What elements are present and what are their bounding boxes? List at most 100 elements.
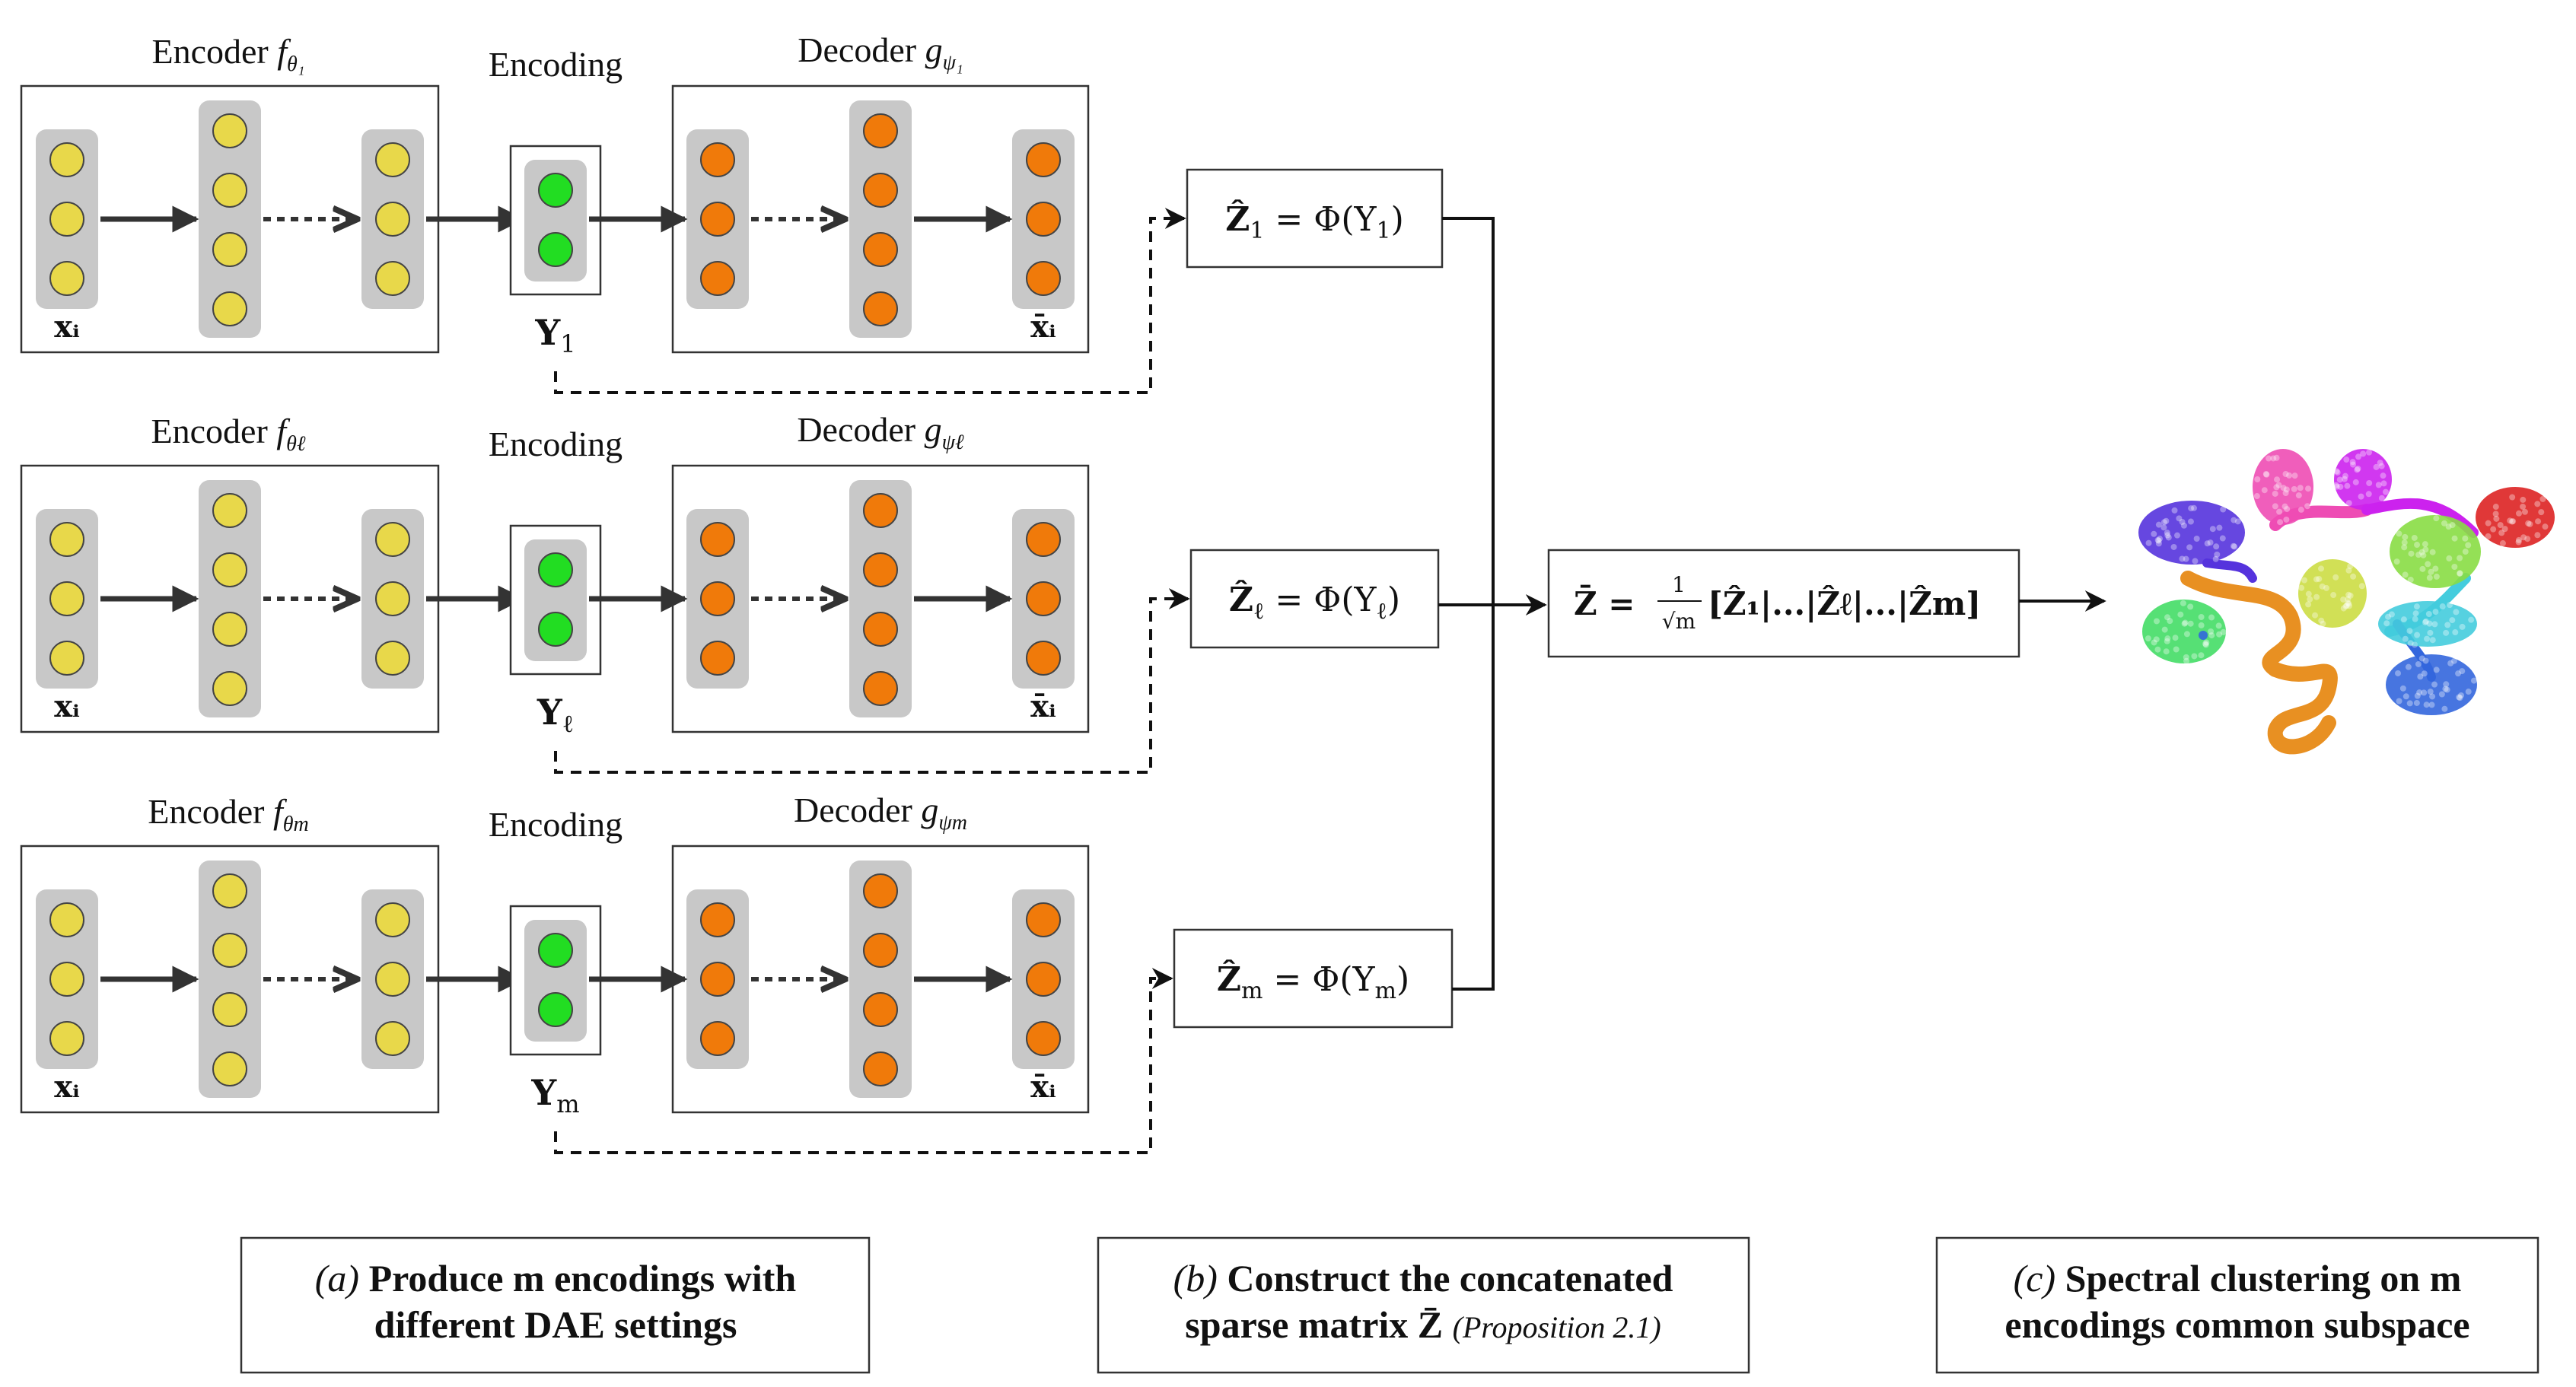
neuron-node-icon (49, 142, 84, 177)
decoder-symbol: g (925, 410, 942, 449)
neuron-node-icon (863, 113, 898, 148)
neuron-node-icon (212, 992, 247, 1027)
cluster-blob-icon (2386, 654, 2477, 715)
neuron-node-icon (375, 142, 410, 177)
encoder-subscript: θℓ (286, 432, 306, 456)
cluster-pink (2253, 449, 2313, 526)
neuron-node-icon (700, 202, 735, 237)
phi-rhs-open: = Φ(Y (1263, 960, 1375, 999)
cluster-red (2476, 487, 2555, 548)
decoder-symbol: g (921, 791, 938, 829)
phi-lhs-subscript: 1 (1250, 218, 1264, 244)
phi-rhs-open: = Φ(Y (1264, 581, 1377, 619)
neuron-node-icon (212, 671, 247, 706)
concat-frac-num: 1 (1672, 572, 1686, 597)
caption-b: (b) Construct the concatenated sparse ma… (1097, 1236, 1750, 1374)
caption-b-line1: Construct the concatenated (1227, 1257, 1673, 1300)
concat-lhs: Z̄ = (1574, 584, 1635, 622)
neuron-node-icon (1026, 202, 1061, 237)
phi-formula: Ẑℓ = Φ(Yℓ) (1229, 579, 1400, 625)
decoder-title: Decoder gψm (794, 791, 967, 835)
decoder-subscript: ψℓ (942, 431, 964, 454)
caption-b-frame (1097, 1236, 1750, 1374)
decoder-input-layer (686, 129, 749, 309)
encoder-subscript: θ₁ (287, 52, 305, 76)
neuron-node-icon (1026, 581, 1061, 616)
cluster-light-green (2142, 600, 2227, 664)
cluster-trail-violet (2202, 558, 2257, 583)
neuron-node-icon (1026, 522, 1061, 557)
decoder-hidden-layer (849, 861, 912, 1098)
cluster-blob-icon (2138, 501, 2245, 565)
neuron-node-icon (49, 641, 84, 676)
phi-lhs-subscript: ℓ (1253, 598, 1264, 625)
cluster-trail-orange (2180, 571, 2338, 755)
phi-rhs-close: ) (1396, 960, 1409, 999)
neuron-node-icon (212, 552, 247, 587)
caption-a-frame (240, 1236, 871, 1374)
output-label: x̄ᵢ (1030, 689, 1056, 724)
decoder-hidden-layer (849, 100, 912, 338)
layer-background (199, 861, 261, 1098)
cluster-blob-icon (2378, 601, 2477, 647)
latent-layer (524, 539, 587, 661)
neuron-node-icon (700, 902, 735, 937)
neuron-node-icon (1026, 641, 1061, 676)
latent-subscript: m (556, 1090, 579, 1118)
phi-box-frame (1186, 168, 1444, 269)
neuron-node-icon (49, 962, 84, 997)
neuron-node-icon (375, 202, 410, 237)
neuron-node-icon (863, 493, 898, 528)
svg-text:sparse matrix Z̄ (Proposition: sparse matrix Z̄ (Proposition 2.1) (1185, 1303, 1661, 1346)
neuron-node-icon (212, 291, 247, 326)
neuron-node-icon (700, 581, 735, 616)
latent-label: Ym (530, 1072, 579, 1118)
cluster-blob-icon (2199, 631, 2208, 640)
neuron-node-icon (49, 261, 84, 296)
decoder-title: Decoder gψℓ (797, 410, 964, 454)
cluster-yellow-green (2298, 559, 2367, 628)
cluster-cyan (2378, 601, 2477, 648)
merge-connectors (1438, 217, 1547, 991)
phi-box-1: Ẑ1 = Φ(Y1) (1186, 168, 1444, 269)
latent-symbol: Y (534, 312, 561, 353)
caption-a-line1: Produce m encodings with (369, 1257, 797, 1300)
phi-formula: Ẑm = Φ(Ym) (1217, 959, 1409, 1004)
phi-lhs: Ẑ (1229, 579, 1253, 619)
encoder-word: Encoder (151, 32, 277, 71)
neuron-node-icon (863, 232, 898, 267)
phi-box-3: Ẑm = Φ(Ym) (1173, 928, 1454, 1029)
encoding-title: Encoding (489, 425, 623, 463)
latent-symbol: Y (537, 692, 563, 733)
neuron-node-icon (863, 873, 898, 908)
layer-background (199, 100, 261, 338)
latent-subscript: 1 (560, 329, 575, 358)
layer-background (199, 480, 261, 717)
neuron-node-icon (212, 113, 247, 148)
neuron-node-icon (1026, 962, 1061, 997)
neuron-node-icon (1026, 261, 1061, 296)
latent-layer (524, 160, 587, 282)
cluster-blob-icon (2298, 559, 2367, 628)
neuron-node-icon (212, 232, 247, 267)
cluster-blue (2386, 654, 2477, 715)
neuron-node-icon (700, 142, 735, 177)
concat-matrix-box: Z̄ = 1 √m [Ẑ₁|...|Ẑℓ|...|Ẑm] (1547, 549, 2020, 658)
neuron-node-icon (212, 933, 247, 968)
encoder-output-layer (361, 509, 424, 689)
decoder-title: Decoder gψ₁ (798, 30, 963, 75)
neuron-node-icon (700, 641, 735, 676)
encoder-subscript: θm (283, 813, 309, 836)
cluster-blob-icon (2476, 487, 2555, 548)
decoder-output-layer (1012, 889, 1075, 1069)
decoder-word: Decoder (794, 791, 921, 829)
cluster-blob-icon (2390, 515, 2481, 588)
latent-subscript: ℓ (562, 709, 574, 738)
caption-a-line2: different DAE settings (374, 1303, 737, 1346)
neuron-node-icon (375, 902, 410, 937)
neuron-node-icon (212, 873, 247, 908)
encoder-word: Encoder (151, 412, 277, 450)
neuron-node-icon (863, 933, 898, 968)
latent-symbol: Y (530, 1072, 557, 1113)
